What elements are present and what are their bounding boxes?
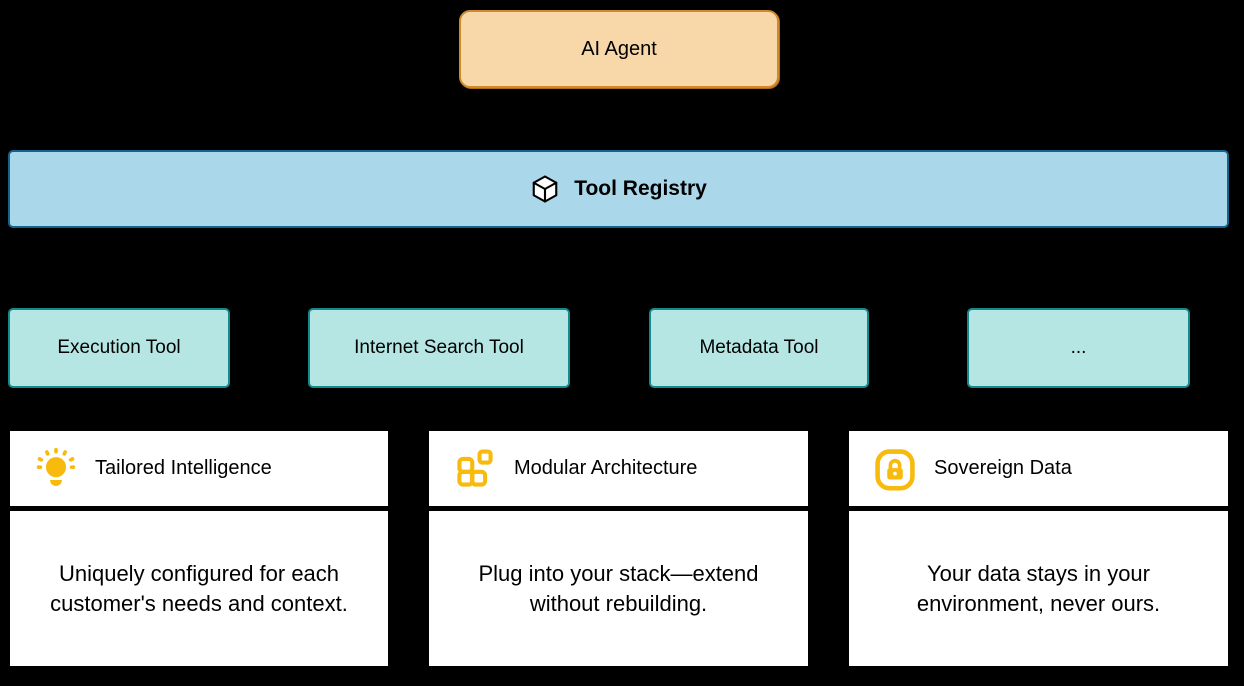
ai-agent-label: AI Agent	[581, 37, 657, 60]
card-body: Uniquely configured for each customer's …	[10, 511, 388, 666]
card-header: Tailored Intelligence	[10, 431, 388, 506]
tool-box-execution: Execution Tool	[8, 308, 230, 388]
lock-icon	[873, 447, 917, 491]
tool-registry-label: Tool Registry	[574, 177, 707, 200]
card-body: Plug into your stack—extend without rebu…	[429, 511, 808, 666]
lightbulb-icon	[34, 447, 78, 491]
card-title: Tailored Intelligence	[95, 457, 272, 479]
card-body: Your data stays in your environment, nev…	[849, 511, 1228, 666]
ai-agent-box: AI Agent	[459, 10, 779, 88]
tool-label: Metadata Tool	[699, 337, 819, 358]
card-description: Your data stays in your environment, nev…	[916, 560, 1161, 616]
card-description: Plug into your stack—extend without rebu…	[478, 560, 759, 616]
modules-icon	[453, 447, 497, 491]
tool-box-metadata: Metadata Tool	[649, 308, 869, 388]
cube-icon	[530, 173, 560, 205]
card-header: Modular Architecture	[429, 431, 808, 506]
feature-card-tailored-intelligence: Tailored Intelligence Uniquely configure…	[10, 431, 388, 666]
card-description: Uniquely configured for each customer's …	[50, 560, 348, 616]
card-divider	[10, 506, 388, 511]
feature-card-modular-architecture: Modular Architecture Plug into your stac…	[429, 431, 808, 666]
card-title: Modular Architecture	[514, 457, 698, 479]
card-header: Sovereign Data	[849, 431, 1228, 506]
tool-label: ...	[1070, 337, 1087, 358]
feature-card-sovereign-data: Sovereign Data Your data stays in your e…	[849, 431, 1228, 666]
card-title: Sovereign Data	[934, 457, 1072, 479]
tool-label: Internet Search Tool	[354, 337, 524, 358]
card-divider	[849, 506, 1228, 511]
tool-box-internet-search: Internet Search Tool	[308, 308, 570, 388]
tool-box-more: ...	[967, 308, 1190, 388]
tool-label: Execution Tool	[57, 337, 181, 358]
card-divider	[429, 506, 808, 511]
tool-registry-bar: Tool Registry	[8, 150, 1229, 228]
